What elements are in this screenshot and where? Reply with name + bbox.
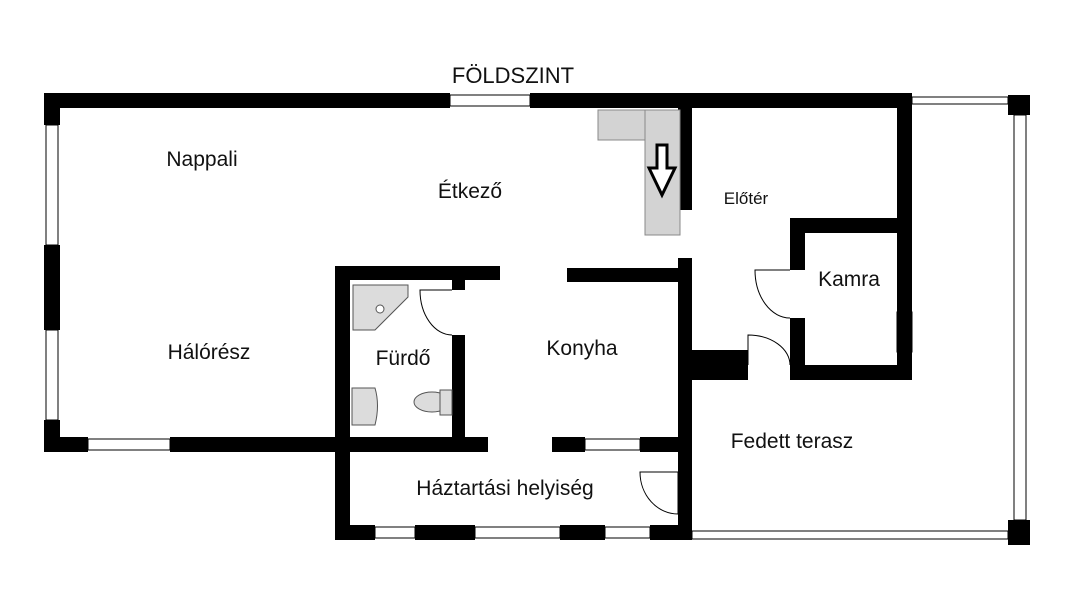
room-label-kamra: Kamra	[818, 268, 880, 291]
room-label-fedett-terasz: Fedett terasz	[730, 430, 854, 453]
fixtures	[351, 284, 453, 426]
sink-icon	[351, 387, 378, 426]
room-label-nappali: Nappali	[166, 148, 238, 171]
staircase	[597, 109, 681, 236]
walls	[44, 93, 1030, 545]
floor-title: FÖLDSZINT	[451, 63, 575, 88]
doors	[419, 269, 791, 515]
room-label-furdo: Fürdő	[375, 347, 431, 370]
room-label-etkezo: Étkező	[437, 180, 503, 203]
windows	[45, 94, 1027, 540]
arrow-down-icon	[646, 143, 678, 199]
room-label-konyha: Konyha	[546, 337, 618, 360]
room-label-haloresz: Hálórész	[167, 341, 251, 364]
room-label-haztartasi: Háztartási helyiség	[416, 477, 594, 500]
room-label-eloter: Előtér	[723, 189, 769, 208]
